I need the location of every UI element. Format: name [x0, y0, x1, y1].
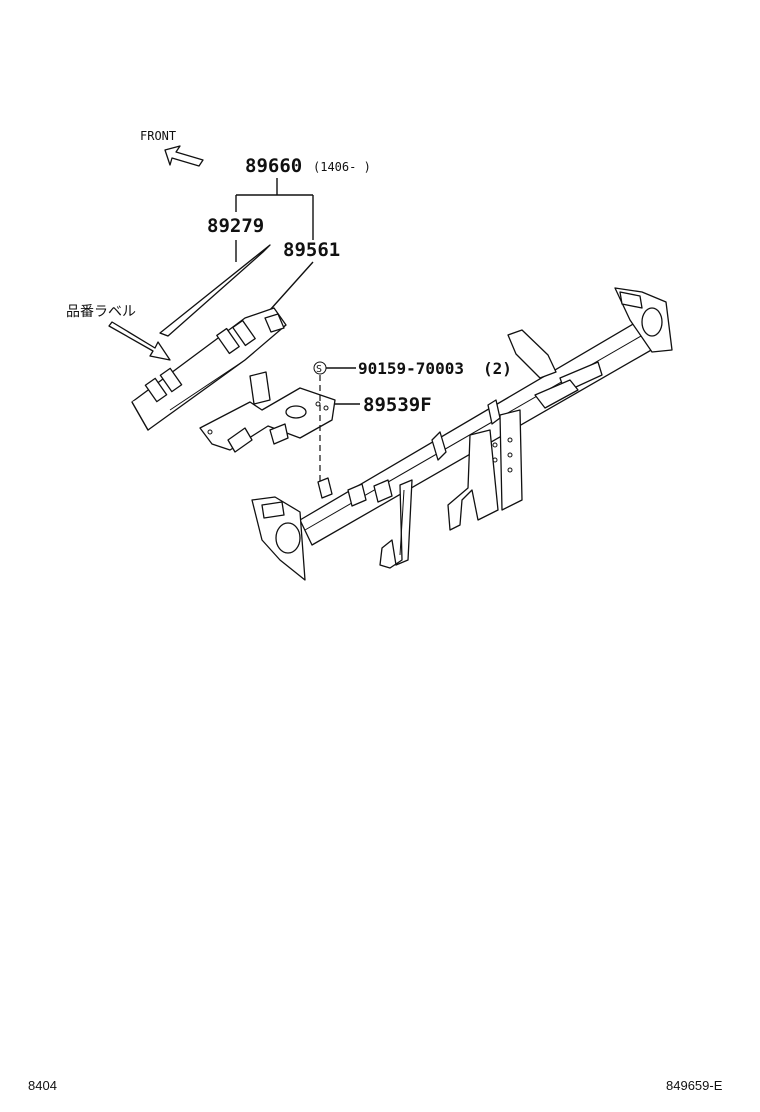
ecu-part-number: 89561: [283, 239, 340, 261]
front-label: FRONT: [140, 129, 176, 143]
front-arrow-icon: [164, 145, 204, 167]
diagram-code-right: 849659-E: [666, 1078, 723, 1093]
ecu-cover-part-number: 89279: [207, 215, 264, 237]
leader-89561: [269, 261, 314, 311]
screw-part-number: 90159-70003: [358, 359, 464, 378]
part-label-note: 品番ラベル: [66, 304, 136, 320]
ecu-cover-plate: [159, 244, 271, 337]
ecu-module: [131, 307, 287, 431]
label-arrow-icon: [108, 321, 171, 361]
dashboard-reinforcement-bar: [251, 287, 673, 581]
assembly-bracket-lines: [235, 178, 314, 240]
assembly-date-note: (1406- ): [313, 160, 371, 174]
screw-quantity: (2): [483, 359, 512, 378]
screw-symbol-icon: S: [313, 361, 327, 375]
assembly-part-number: 89660: [245, 155, 302, 177]
page-code-left: 8404: [28, 1078, 57, 1093]
bracket-part-number: 89539F: [363, 394, 432, 416]
ecu-mounting-bracket: [199, 371, 336, 453]
svg-text:S: S: [316, 364, 322, 375]
